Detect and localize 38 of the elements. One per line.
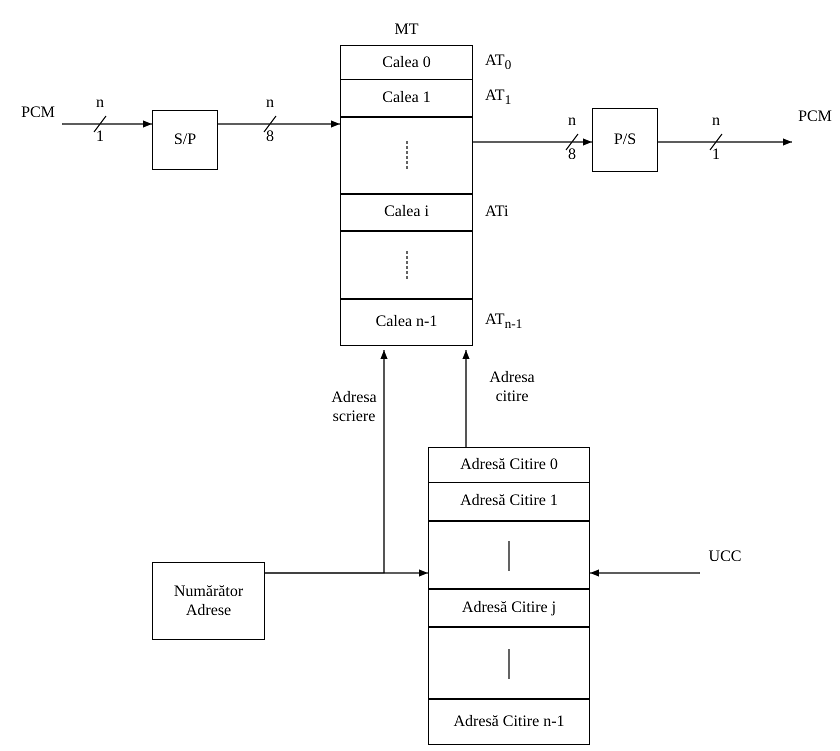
- arrow: [62, 120, 152, 128]
- bus-width-label: n: [95, 94, 105, 112]
- bus-width-label: 1: [711, 146, 721, 164]
- arrow: [218, 120, 340, 128]
- memory-row: Adresă Citire n-1: [428, 698, 590, 744]
- memory-title: MT: [394, 21, 420, 39]
- address-tag: AT$_{n-1}$: [485, 311, 522, 333]
- address-tag: ATi: [485, 203, 508, 221]
- memory-row: Calea n-1: [340, 298, 473, 346]
- memory-row: [428, 626, 590, 698]
- process-box: Numărător Adrese: [152, 562, 265, 640]
- memory-row: Calea i: [340, 194, 473, 230]
- process-box: P/S: [592, 108, 658, 172]
- signal-label: PCM: [14, 92, 62, 134]
- bus-width-label: 1: [95, 128, 105, 146]
- address-tag: AT$_{0}$: [485, 52, 512, 74]
- bus-width-label: 8: [567, 146, 577, 164]
- memory-row: Adresă Citire 0: [428, 447, 590, 483]
- bus-width-label: n: [265, 94, 275, 112]
- arrow: [473, 138, 592, 146]
- memory-row: [340, 116, 473, 194]
- memory-row: Calea 0: [340, 45, 473, 80]
- memory-row: Calea 1: [340, 78, 473, 116]
- process-box: S/P: [152, 110, 218, 170]
- signal-label: UCC: [700, 540, 750, 574]
- bus-width-label: n: [711, 112, 721, 130]
- arrow: [265, 569, 428, 577]
- arrow: [462, 350, 470, 447]
- bus-width-label: 8: [265, 128, 275, 146]
- arrow: [658, 138, 792, 146]
- memory-row: [428, 520, 590, 588]
- arrow: [590, 569, 700, 577]
- memory-row: Adresă Citire 1: [428, 482, 590, 520]
- memory-row: [340, 230, 473, 298]
- address-tag: AT$_{1}$: [485, 86, 512, 108]
- signal-label: PCM: [792, 86, 838, 148]
- memory-row: Adresă Citire j: [428, 588, 590, 626]
- bus-width-label: n: [567, 112, 577, 130]
